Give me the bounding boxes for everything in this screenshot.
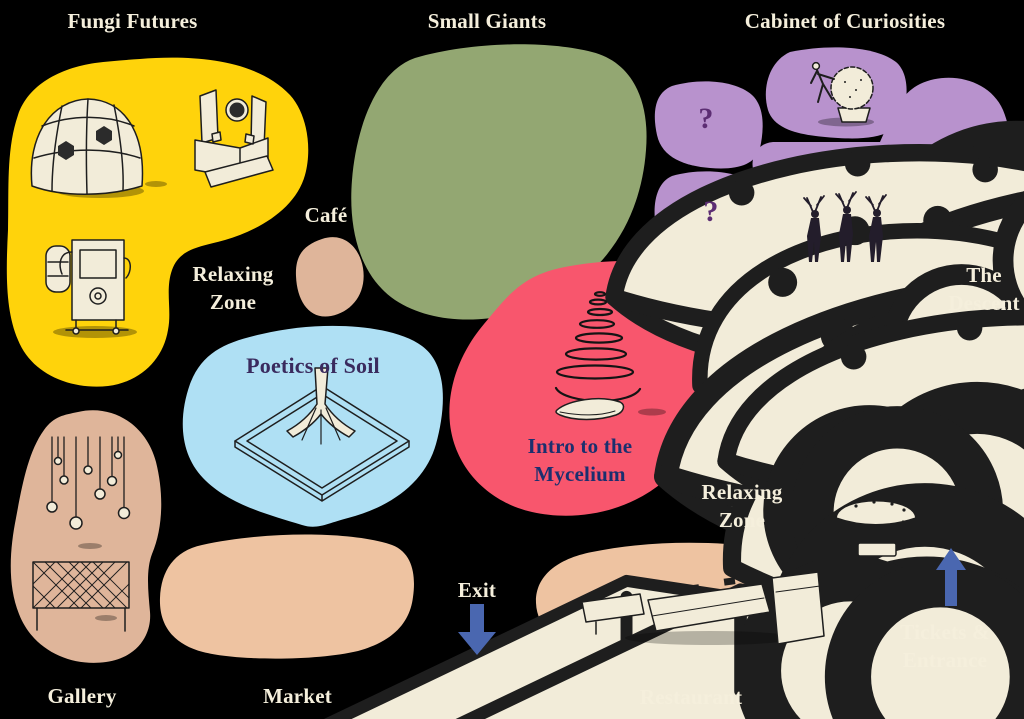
exit-arrow-down-icon xyxy=(458,604,496,655)
zone-label-gallery: Gallery xyxy=(47,684,117,708)
cabinet-question-mark-2: ? xyxy=(703,195,719,228)
poetics-of-soil-illustration xyxy=(234,367,1024,719)
zone-label-market: Market xyxy=(263,684,332,708)
mushroom-ticket-kiosk-illustration xyxy=(835,500,917,557)
zone-blob-small-giants xyxy=(351,44,647,320)
entrance-arrow-up-icon xyxy=(936,548,966,606)
zone-label-relaxing-zone-right: Relaxing Zone xyxy=(682,479,802,534)
antler-figures-illustration xyxy=(803,191,887,262)
tickets-entrance-label: Tickets & Entrance xyxy=(886,619,1004,674)
tickets-label-line2: Entrance xyxy=(902,647,988,672)
geodesic-dome-illustration xyxy=(30,98,144,198)
zone-label-cabinet-of-curiosities: Cabinet of Curiosities xyxy=(744,9,946,33)
exit-label: Exit xyxy=(457,578,497,602)
restaurant-illustration xyxy=(581,571,825,645)
tickets-label-line1: Tickets & xyxy=(900,620,990,644)
descent-label-line1: The xyxy=(966,263,1002,287)
mycelium-label-line2: Mycelium xyxy=(534,461,626,486)
zone-blob-cabinet-1 xyxy=(654,81,763,169)
zone-label-relaxing-zone-left: Relaxing Zone xyxy=(172,261,294,316)
zone-label-the-descent: The Descent xyxy=(934,262,1024,317)
zone-label-intro-to-the-mycelium: Intro to the Mycelium xyxy=(500,433,660,488)
zone-label-cafe: Café xyxy=(304,203,348,227)
zone-label-restaurant: Restaurant xyxy=(639,685,743,709)
relaxing-zone-left-line1: Relaxing xyxy=(192,262,274,286)
relaxing-zone-left-line2: Zone xyxy=(209,289,257,314)
descent-label-line2: Descent xyxy=(948,290,1020,315)
cabinet-question-mark-1: ? xyxy=(698,102,714,135)
zone-blob-gallery xyxy=(10,410,162,663)
relaxing-zone-right-line1: Relaxing xyxy=(701,480,783,504)
zone-blob-market xyxy=(159,534,414,659)
zone-label-fungi-futures: Fungi Futures xyxy=(67,9,198,33)
mycelium-spiral-illustration xyxy=(554,291,666,421)
zone-label-poetics-of-soil: Poetics of Soil xyxy=(246,353,380,378)
relaxing-zone-right-line2: Zone xyxy=(718,507,766,532)
dome-visitor-figure xyxy=(145,152,1024,719)
mycelium-label-line1: Intro to the xyxy=(527,434,633,458)
puffball-exhibit-illustration xyxy=(810,61,874,127)
zone-blob-poetics-of-soil xyxy=(182,325,443,527)
gallery-illustration xyxy=(32,436,1024,719)
zone-label-small-giants: Small Giants xyxy=(427,9,547,33)
display-exhibit-illustration xyxy=(194,89,274,188)
bio-machine-illustration xyxy=(45,239,137,338)
zone-blob-cafe xyxy=(295,237,364,317)
